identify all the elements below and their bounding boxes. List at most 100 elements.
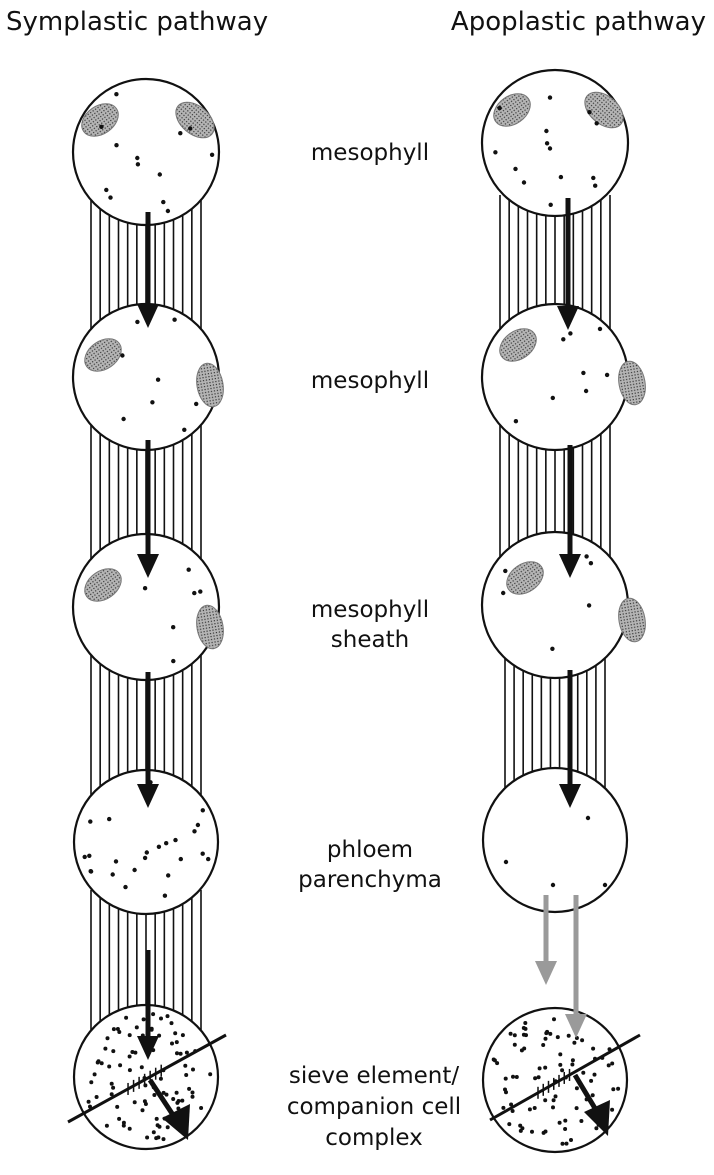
solute-dot [104,188,108,192]
solute-dot [87,1100,91,1104]
solute-dot [589,1079,593,1083]
solute-dot [550,647,554,651]
solute-dot [152,1093,156,1097]
cell-wall [73,79,219,225]
solute-dot [586,816,590,820]
solute-dot [560,1068,564,1072]
solute-dot [117,1030,121,1034]
cell-label-line: mesophyll [311,368,429,394]
solute-dot [201,808,205,812]
solute-dot [135,320,139,324]
solute-dot [543,1098,547,1102]
solute-dot [145,1136,149,1140]
solute-dot [100,1061,104,1065]
solute-dot [545,141,549,145]
solute-dot [142,1017,146,1021]
solute-dot [175,1091,179,1095]
solute-dot [558,1063,562,1067]
solute-dot [163,894,167,898]
solute-dot [522,180,526,184]
solute-dot [191,1068,195,1072]
solute-dot [114,859,118,863]
solute-dot [610,1062,614,1066]
solute-dot [89,869,93,873]
solute-dot [121,417,125,421]
solute-dot [173,1031,177,1035]
solute-dot [587,603,591,607]
solute-dot [182,428,186,432]
solute-dot [591,1093,595,1097]
solute-dot [171,1097,175,1101]
solute-dot [156,1135,160,1139]
solute-dot [150,400,154,404]
solute-dot [124,1016,128,1020]
solute-dot [130,1050,134,1054]
solute-dot [185,1051,189,1055]
solute-dot [166,209,170,213]
solute-dot [530,1130,534,1134]
solute-dot [159,1017,163,1021]
solute-dot [88,819,92,823]
solute-dot [567,1034,571,1038]
solute-dot [136,162,140,166]
solute-dot [595,121,599,125]
solute-dot [87,854,91,858]
solute-dot [99,125,103,129]
solute-dot [561,1142,565,1146]
solute-dot [549,203,553,207]
solute-dot [111,872,115,876]
cell-label-line: sieve element/ [289,1063,459,1089]
solute-dot [551,396,555,400]
solute-dot [107,1065,111,1069]
solute-dot [145,850,149,854]
solute-dot [184,1073,188,1077]
solute-dot [173,838,177,842]
solute-dot [591,176,595,180]
solute-dot [543,1066,547,1070]
solute-dot [589,561,593,565]
solute-dot [544,129,548,133]
solute-dot [143,856,147,860]
solute-dot [548,146,552,150]
solute-dot [178,131,182,135]
solute-dot [171,659,175,663]
solute-dot [501,591,505,595]
solute-dot [151,1012,155,1016]
solute-dot [503,569,507,573]
solute-dot [575,1086,579,1090]
solute-dot [610,1108,614,1112]
solute-dot [166,1125,170,1129]
solute-dot [504,860,508,864]
solute-dot [128,1055,132,1059]
solute-dot [515,1075,519,1079]
solute-dot [135,156,139,160]
solute-dot [561,337,565,341]
solute-dot [575,1106,579,1110]
solute-dot [571,1058,575,1062]
solute-dot [106,1036,110,1040]
solute-dot [570,1063,574,1067]
solute-dot [133,1100,137,1104]
solute-dot [594,1126,598,1130]
solute-dot [96,1061,100,1065]
cell-wall [482,304,628,450]
solute-dot [120,353,124,357]
apoplastic-efflux-arrow-head [535,961,557,985]
solute-dot [581,1071,585,1075]
solute-dot [559,175,563,179]
solute-dot [191,1091,195,1095]
cell-label-line: companion cell [287,1094,461,1120]
solute-dot [554,1094,558,1098]
solute-dot [123,885,127,889]
solute-dot [183,1064,187,1068]
apoplastic-heading: Apoplastic pathway [451,7,706,37]
solute-dot [111,1086,115,1090]
solute-dot [89,1080,93,1084]
solute-dot [533,1106,537,1110]
solute-dot [110,1082,114,1086]
solute-dot [132,868,136,872]
cell-label-4: phloem parenchyma [298,837,442,893]
solute-dot [162,1137,166,1141]
cell-wall [483,768,627,912]
cell-label-line: complex [325,1125,422,1151]
